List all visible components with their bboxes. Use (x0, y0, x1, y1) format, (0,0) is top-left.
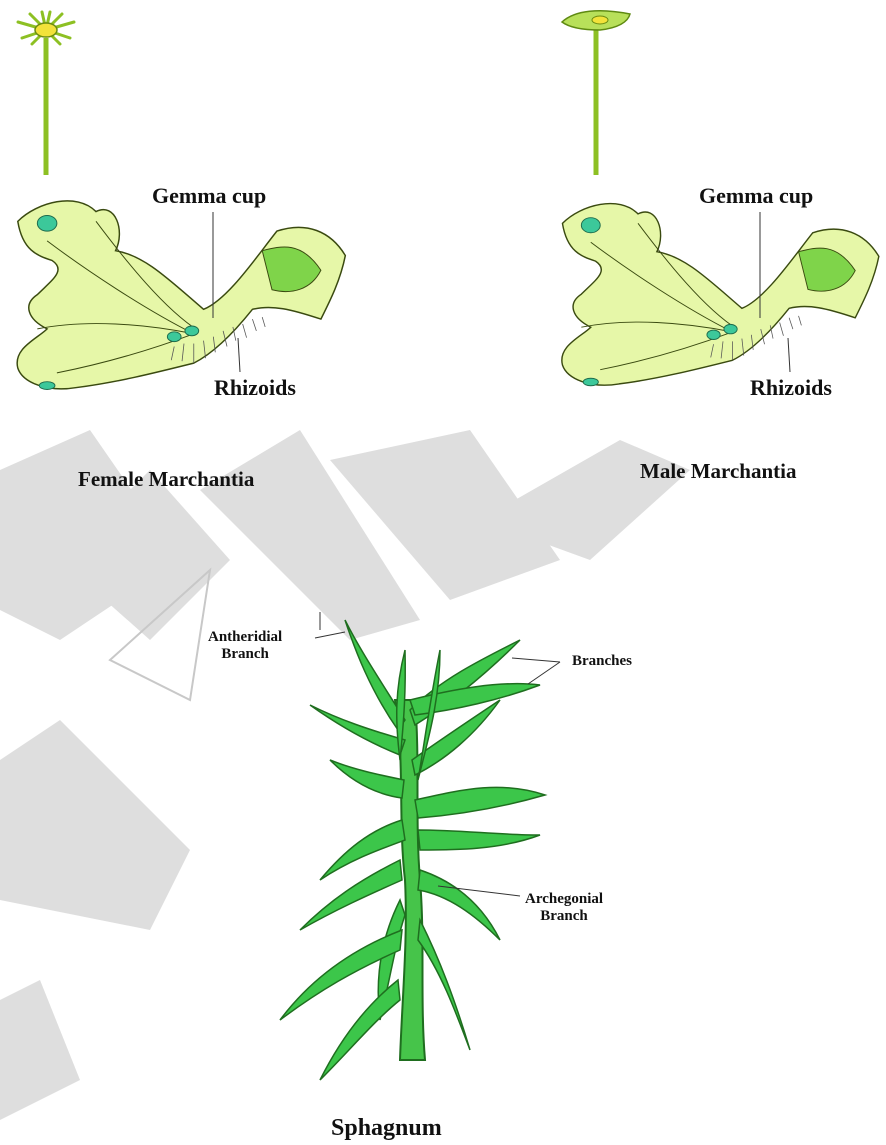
antheridial-label-line2: Branch (208, 646, 282, 663)
sphagnum-caption: Sphagnum (331, 1115, 442, 1142)
antheridial-branch-label: Antheridial Branch (208, 629, 282, 663)
male-caption: Male Marchantia (640, 459, 797, 484)
male-rhizoids-label: Rhizoids (750, 375, 832, 401)
branches-label: Branches (572, 653, 632, 670)
archegonial-label-line2: Branch (525, 908, 603, 925)
archegonial-branch-label: Archegonial Branch (525, 891, 603, 925)
male-gemma-cup-label: Gemma cup (699, 183, 813, 209)
female-rhizoids-label: Rhizoids (214, 375, 296, 401)
female-caption: Female Marchantia (78, 467, 254, 492)
antheridial-label-line1: Antheridial (208, 629, 282, 646)
archegonial-label-line1: Archegonial (525, 891, 603, 908)
sphagnum-plant (280, 612, 560, 1080)
female-gemma-cup-label: Gemma cup (152, 183, 266, 209)
